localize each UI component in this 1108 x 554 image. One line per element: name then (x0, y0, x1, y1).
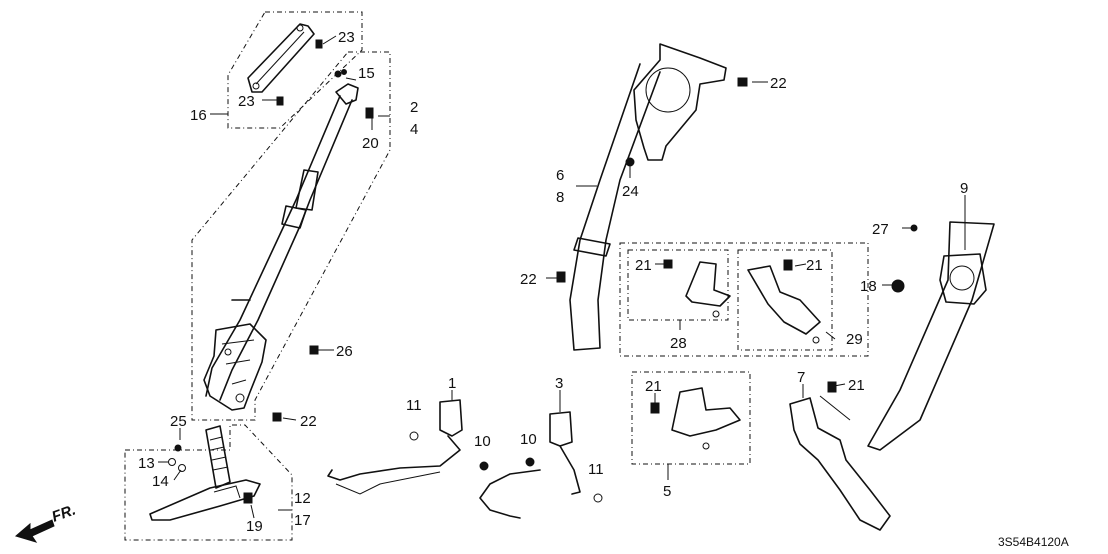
callout-21a: 21 (635, 257, 652, 274)
rear-retractor-assembly (556, 43, 748, 351)
front-direction-label: FR. (50, 502, 79, 526)
group-outlines (124, 11, 869, 541)
callout-7: 7 (797, 369, 805, 386)
callout-8: 8 (556, 189, 564, 206)
callout-20: 20 (362, 135, 379, 152)
callout-10b: 10 (520, 431, 537, 448)
front-direction-indicator: FR. (14, 502, 79, 543)
callout-23b: 23 (238, 93, 255, 110)
rear-buckle-29 (747, 259, 821, 344)
callout-labels: 1 2 4 3 5 6 8 7 9 10 10 11 11 12 17 13 1… (138, 29, 968, 535)
callout-10a: 10 (474, 433, 491, 450)
callout-15: 15 (358, 65, 375, 82)
callout-21c: 21 (645, 378, 662, 395)
callout-11b: 11 (588, 461, 604, 478)
callout-2: 2 (410, 99, 418, 116)
callout-13: 13 (138, 455, 155, 472)
callout-21b: 21 (806, 257, 823, 274)
rear-outer-buckle (789, 381, 891, 531)
callout-24: 24 (622, 183, 639, 200)
callout-4: 4 (410, 121, 418, 138)
callout-22a: 22 (770, 75, 787, 92)
callout-21d: 21 (848, 377, 865, 394)
callout-9: 9 (960, 180, 968, 197)
callout-11a: 11 (406, 397, 422, 414)
callout-22c: 22 (300, 413, 317, 430)
front-buckle-1 (327, 399, 489, 495)
height-adjuster (149, 425, 261, 521)
leader-lines (158, 35, 966, 519)
front-arrow-icon (14, 519, 55, 543)
rear-buckle-28 (663, 259, 731, 318)
callout-16: 16 (190, 107, 207, 124)
rear-outer-retractor (867, 221, 995, 451)
callout-29: 29 (846, 331, 863, 348)
callout-19: 19 (246, 518, 263, 535)
catalog-code: 3S54B4120A (998, 535, 1069, 549)
callout-23a: 23 (338, 29, 355, 46)
callout-25: 25 (170, 413, 187, 430)
callout-27: 27 (872, 221, 889, 238)
callout-3: 3 (555, 375, 563, 392)
callout-18: 18 (860, 278, 877, 295)
rear-buckle-5 (650, 387, 741, 450)
callout-22b: 22 (520, 271, 537, 288)
callout-6: 6 (556, 167, 564, 184)
callout-12: 12 (294, 490, 311, 507)
callout-28: 28 (670, 335, 687, 352)
front-buckle-3 (479, 411, 603, 519)
callout-14: 14 (152, 473, 169, 490)
upper-anchor-plate (247, 23, 323, 106)
callout-17: 17 (294, 512, 311, 529)
front-retractor-assembly (203, 69, 374, 422)
callout-26: 26 (336, 343, 353, 360)
callout-5: 5 (663, 483, 671, 500)
callout-1: 1 (448, 375, 456, 392)
